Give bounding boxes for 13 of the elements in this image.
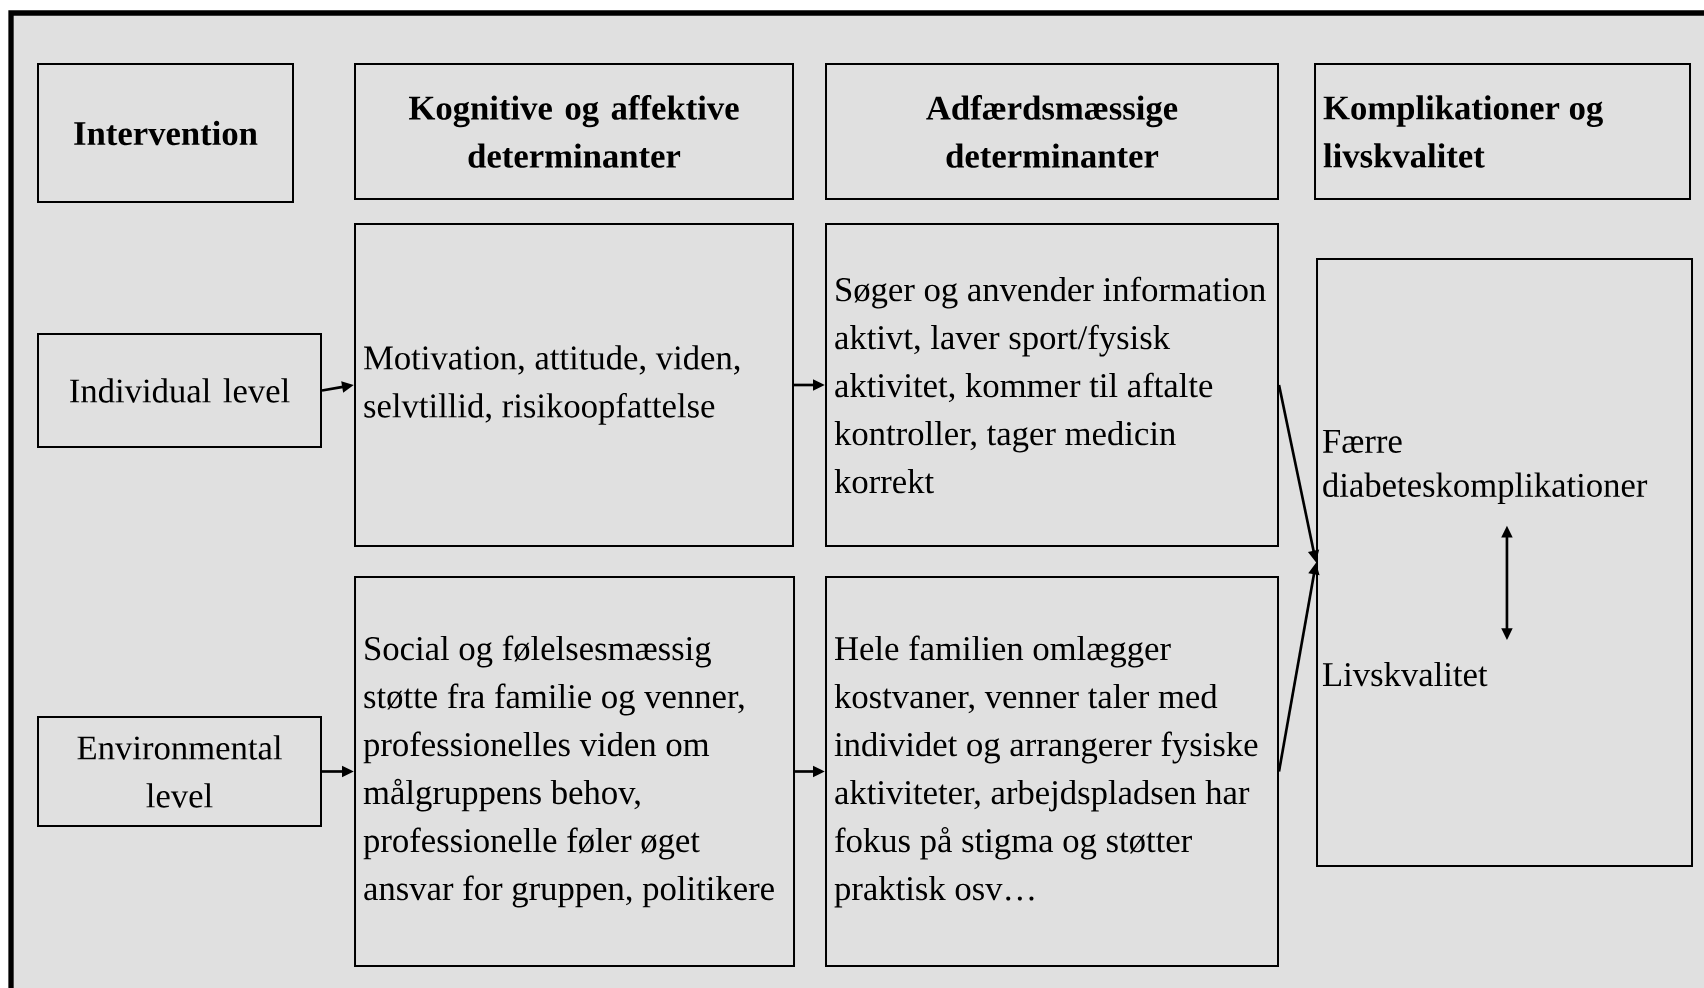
outcome-box [1316,258,1693,867]
header-box: Komplikationer og livskvalitet [1314,63,1691,200]
header-box: Adfærdsmæssige determinanter [825,63,1279,200]
text-label: Livskvalitet [1322,661,1488,687]
text-label: Færre diabeteskomplikationer [1322,429,1648,504]
text-box: Hele familien omlægger kostvaner, venner taler med individet og arrangerer fysiske aktiviteter, arbejdspladsen har fokus på stigma og støtter praktisk osv… [825,576,1279,967]
text-box: Motivation, attitude, viden, selvtillid, risikoopfattelse [354,223,794,547]
text-box: Social og følelsesmæssig støtte fra familie og venner, professionelles viden om målgruppens behov, professionelle føler øget ansvar for gruppen, politikere [354,576,795,967]
text-box: Søger og anvender information aktivt, laver sport/fysisk aktivitet, kommer til aftalte kontroller, tager medicin korrekt [825,223,1279,547]
header-box: Kognitive og affektive determinanter [354,63,794,200]
header-box: Intervention [37,63,294,203]
level-box: Individual level [37,333,322,448]
level-box: Environmental level [37,716,322,827]
